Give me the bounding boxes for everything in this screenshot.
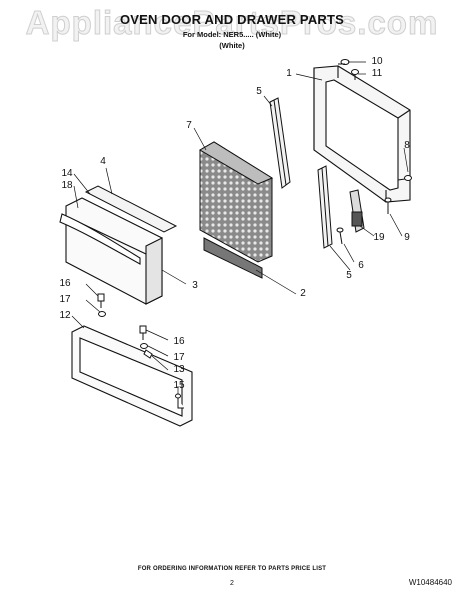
callout-16-right: 16 — [173, 336, 185, 347]
callout-6: 6 — [358, 260, 364, 271]
page-number: 2 — [230, 580, 234, 587]
callout-12: 12 — [59, 310, 71, 321]
ordering-note: FOR ORDERING INFORMATION REFER TO PARTS … — [137, 566, 327, 572]
callout-11: 11 — [371, 68, 383, 79]
variant-label: (White) — [219, 41, 245, 50]
callout-14: 14 — [61, 168, 73, 179]
callout-17-left: 17 — [59, 294, 71, 305]
callout-10: 10 — [371, 56, 383, 67]
door-frame-part-1 — [313, 65, 411, 203]
outer-door-panel-part-3 — [65, 197, 163, 305]
screw-part-16-left — [97, 293, 105, 308]
insulation-strip-part-2 — [203, 237, 263, 279]
callout-1: 1 — [286, 68, 292, 79]
callout-3: 3 — [192, 280, 198, 291]
callout-17-right: 17 — [173, 352, 185, 363]
washer-part-17-left — [98, 311, 106, 317]
callout-5-lower: 5 — [346, 270, 352, 281]
screw-part-8 — [397, 175, 412, 181]
screw-part-16-right — [139, 325, 147, 340]
drawer-front-part-12 — [71, 325, 193, 427]
callout-9: 9 — [404, 232, 410, 243]
hinge-channel-part-5-upper — [269, 97, 291, 189]
clip-part-13 — [143, 349, 153, 359]
screw-part-9 — [384, 197, 392, 214]
hinge-channel-part-5-lower — [317, 165, 333, 249]
model-line: For Model: NER5..... (White) — [182, 30, 282, 39]
top-trim-part-4 — [84, 185, 178, 233]
callout-13: 13 — [173, 364, 185, 375]
callout-2: 2 — [300, 288, 306, 299]
bracket-part-15 — [175, 393, 184, 409]
callout-8: 8 — [404, 140, 410, 151]
callout-4: 4 — [100, 156, 106, 167]
door-handle-part-18 — [59, 213, 141, 265]
page-title: OVEN DOOR AND DRAWER PARTS — [119, 12, 345, 27]
callout-19: 19 — [373, 232, 385, 243]
screw-part-6 — [336, 227, 344, 245]
screw-part-10 — [338, 59, 350, 65]
document-number: W10484640 — [408, 578, 452, 587]
callout-5-upper: 5 — [256, 86, 262, 97]
washer-part-17-right — [140, 343, 148, 349]
watermark: AppliancePartsPros.com — [25, 4, 439, 42]
leader-lines — [71, 61, 409, 394]
callout-18: 18 — [61, 180, 73, 191]
callout-16-left: 16 — [59, 278, 71, 289]
hinge-part-19 — [349, 189, 365, 233]
insulation-panel-part-7 — [199, 141, 274, 263]
screw-part-11 — [351, 69, 359, 80]
callout-15: 15 — [173, 380, 185, 391]
callout-7: 7 — [186, 120, 192, 131]
